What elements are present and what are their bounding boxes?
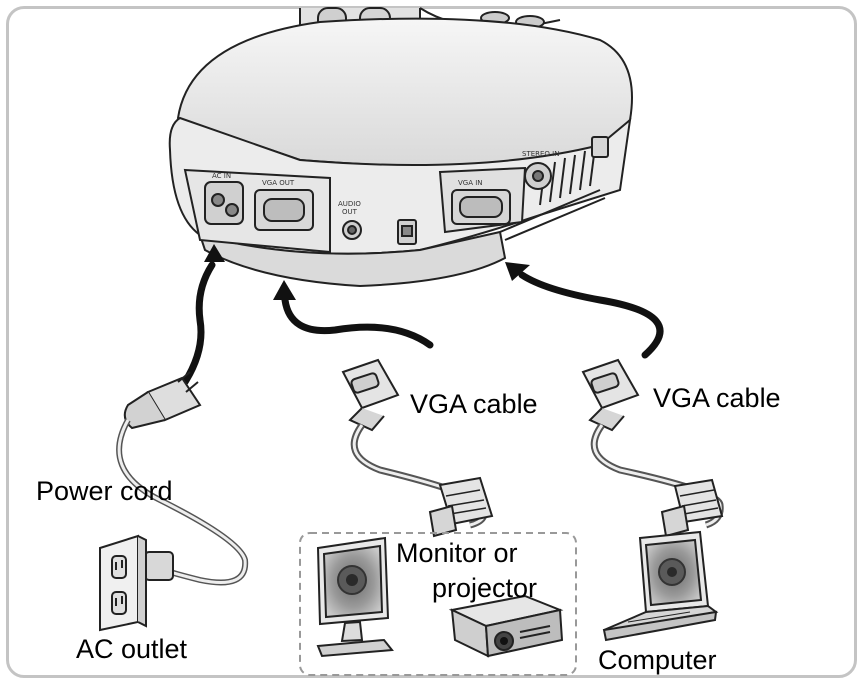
document-camera-device	[168, 7, 633, 288]
port-label-stereo-in: STEREO IN	[522, 150, 559, 158]
label-ac-outlet: AC outlet	[76, 634, 188, 664]
arrow-vga-out	[281, 296, 434, 349]
laptop-illustration	[602, 530, 719, 642]
vga-cable-left	[341, 358, 494, 538]
projector-illustration	[448, 594, 564, 658]
connection-arrows	[181, 261, 664, 386]
port-label-vga-out: VGA OUT	[262, 179, 295, 187]
label-monitor-line1: Monitor or	[396, 538, 518, 568]
port-label-vga-in: VGA IN	[458, 179, 483, 187]
label-computer: Computer	[598, 645, 717, 675]
label-power-cord: Power cord	[36, 476, 173, 506]
ac-outlet-illustration	[99, 534, 147, 632]
port-labels: AC IN VGA OUT AUDIO OUT VGA IN STEREO IN	[212, 150, 559, 216]
monitor-illustration	[316, 536, 394, 658]
label-vga-cable-left: VGA cable	[410, 389, 538, 419]
label-vga-cable-right: VGA cable	[653, 383, 781, 413]
arrow-power	[181, 261, 216, 386]
power-cord	[116, 371, 249, 586]
port-label-ac-in: AC IN	[212, 172, 231, 180]
arrow-vga-in	[518, 271, 664, 359]
rounded-frame	[6, 6, 857, 678]
vga-cable-right	[581, 358, 724, 538]
port-label-audio-out-2: OUT	[342, 208, 358, 216]
label-monitor-line2: projector	[432, 573, 538, 603]
port-label-audio-out-1: AUDIO	[338, 200, 361, 208]
arrow-heads	[204, 244, 530, 300]
